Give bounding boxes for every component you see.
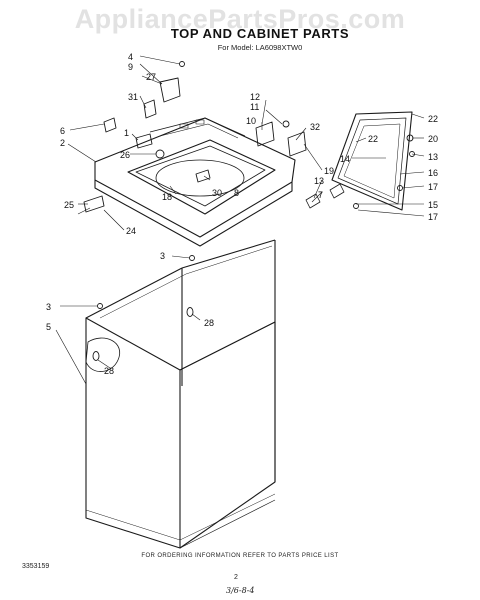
callout-5: 5: [46, 322, 51, 332]
callout-31: 31: [128, 92, 138, 102]
callout-16: 16: [428, 168, 438, 178]
callout-12: 12: [250, 92, 260, 102]
callout-27: 27: [146, 72, 156, 82]
callout-3-lower: 3: [46, 302, 51, 312]
callout-4: 4: [128, 52, 133, 62]
callout-15: 15: [428, 200, 438, 210]
catalog-number: 3353159: [22, 563, 50, 570]
model-label: For Model: LA6098XTW0: [217, 43, 303, 52]
callout-26: 26: [120, 150, 130, 160]
callout-7: 7: [318, 190, 323, 200]
callout-9: 9: [128, 62, 133, 72]
callout-11: 11: [250, 102, 259, 112]
callout-32: 32: [310, 122, 320, 132]
page-title: TOP AND CABINET PARTS: [170, 26, 350, 41]
callout-20: 20: [428, 134, 438, 144]
callout-28: 28: [204, 318, 214, 328]
washer-top-panel: [94, 117, 296, 247]
washer-cabinet: [85, 239, 276, 549]
callout-22: 22: [368, 134, 378, 144]
callout-2: 2: [60, 138, 65, 148]
callout-18: 18: [162, 192, 172, 202]
callout-3: 3: [160, 251, 165, 261]
callout-28-lower: 28: [104, 366, 114, 376]
callout-1: 1: [124, 128, 129, 138]
callout-22-right: 22: [428, 114, 438, 124]
callout-14: 14: [340, 154, 350, 164]
callout-24: 24: [126, 226, 136, 236]
callout-13: 13: [314, 176, 324, 186]
leader-lines: [55, 55, 425, 385]
callout-8: 8: [234, 188, 239, 198]
page-number: 2: [234, 574, 238, 581]
callout-6: 6: [60, 126, 65, 136]
callout-13-right: 13: [428, 152, 438, 162]
callout-10: 10: [246, 116, 256, 126]
washer-lid: [305, 111, 413, 211]
ordering-info: FOR ORDERING INFORMATION REFER TO PARTS …: [141, 553, 339, 559]
callout-30: 30: [212, 188, 222, 198]
callout-labels: 4 9 27 31 6 1 2 26 30 8 18 25 24 12 11 1…: [46, 52, 438, 376]
callout-19: 19: [324, 166, 334, 176]
handwritten-note: 3/6-8-4: [226, 586, 255, 595]
watermark: AppliancePartsPros.com: [74, 4, 406, 34]
callout-17: 17: [428, 182, 438, 192]
callout-17-lower: 17: [428, 212, 438, 222]
callout-25: 25: [64, 200, 74, 210]
